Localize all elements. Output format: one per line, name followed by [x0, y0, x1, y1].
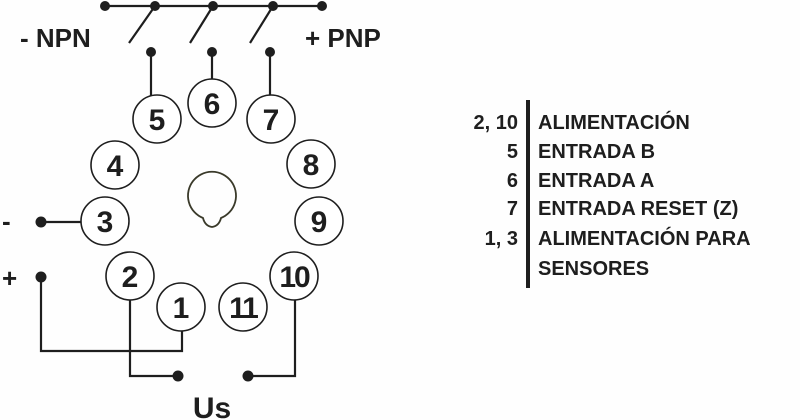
legend-pins: 7	[507, 198, 518, 220]
svg-text:5: 5	[149, 104, 166, 137]
switch-bus	[100, 1, 327, 97]
wires	[35, 216, 297, 382]
legend-pins: 2, 10	[474, 112, 518, 134]
legend-text: ALIMENTACIÓN	[538, 110, 690, 134]
svg-text:2: 2	[122, 261, 139, 294]
legend-text: ENTRADA RESET (Z)	[538, 198, 738, 220]
pin-6: 6	[187, 78, 237, 128]
svg-text:7: 7	[263, 104, 280, 137]
legend-pins: 5	[507, 141, 518, 163]
legend-pins: 1, 3	[485, 228, 518, 250]
switch-7	[249, 5, 274, 44]
svg-text:9: 9	[311, 206, 328, 239]
svg-text:4: 4	[107, 150, 124, 183]
svg-text:3: 3	[97, 206, 114, 239]
legend-text: ENTRADA A	[538, 170, 654, 192]
pnp-label: + PNP	[305, 23, 381, 53]
minus-label: -	[2, 206, 11, 236]
legend-text: SENSORES	[538, 258, 649, 280]
svg-text:1: 1	[173, 292, 190, 325]
svg-text:10: 10	[279, 261, 310, 294]
legend-text: ENTRADA B	[538, 141, 655, 163]
legend-pins: 6	[507, 170, 518, 192]
switch-5	[128, 5, 156, 44]
npn-label: - NPN	[20, 23, 91, 53]
pin-5: 5	[132, 94, 182, 144]
us-label: Us	[193, 392, 231, 420]
legend-text: ALIMENTACIÓN PARA	[538, 226, 751, 250]
pin-7: 7	[246, 94, 296, 144]
pin-9: 9	[294, 196, 344, 246]
plus-label: +	[2, 263, 17, 293]
socket-key-icon	[187, 170, 237, 228]
pin-1: 1	[156, 282, 206, 332]
pin-11: 11	[218, 282, 268, 332]
svg-text:6: 6	[204, 88, 221, 121]
svg-text:8: 8	[303, 149, 320, 182]
pin-8: 8	[286, 139, 336, 189]
svg-text:11: 11	[229, 292, 258, 325]
pin-2: 2	[105, 251, 155, 301]
pin-4: 4	[90, 140, 140, 190]
pin-3: 3	[80, 196, 130, 246]
switch-6	[189, 5, 214, 44]
legend-divider	[526, 100, 530, 288]
legend: 2, 10 ALIMENTACIÓN 5 ENTRADA B 6 ENTRADA…	[474, 100, 751, 288]
pin-10: 10	[269, 251, 319, 301]
